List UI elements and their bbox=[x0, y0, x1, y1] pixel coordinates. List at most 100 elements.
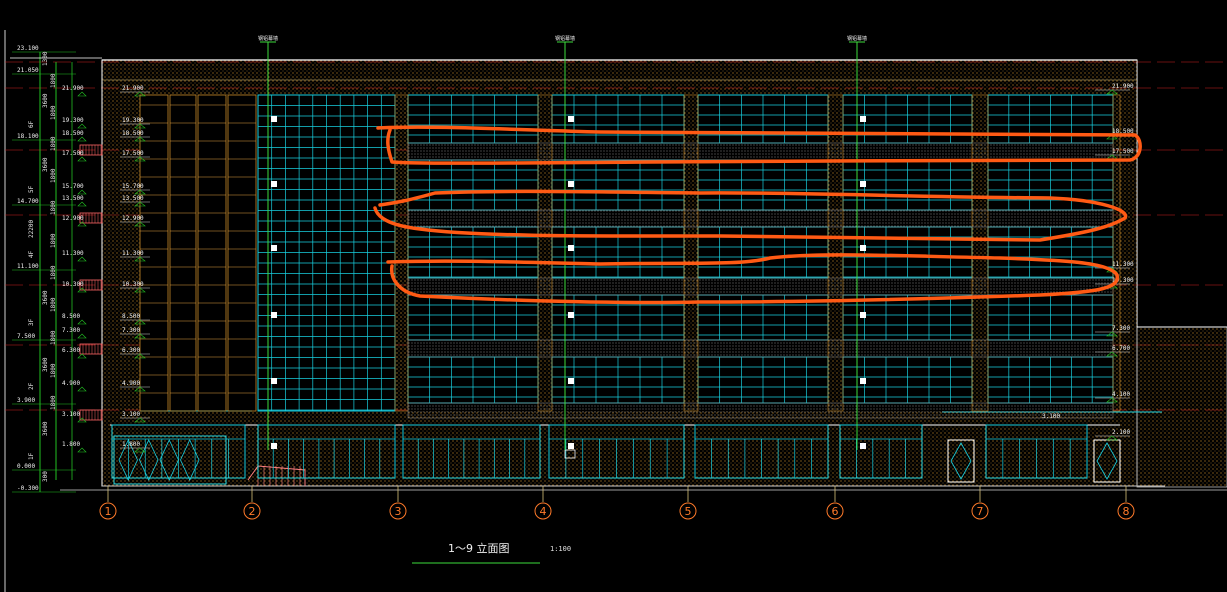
outer-level-triangle bbox=[77, 353, 87, 359]
static-linework bbox=[4, 30, 1227, 592]
left-subspan-value: 1800 bbox=[50, 265, 57, 280]
left-subspan-value: 1800 bbox=[50, 233, 57, 248]
inner-level-value: 4.900 bbox=[122, 380, 140, 387]
concrete-column bbox=[683, 94, 699, 412]
side-door-frame bbox=[947, 439, 975, 483]
outer-level-value: 21.900 bbox=[62, 85, 84, 92]
right-level-triangle bbox=[1106, 89, 1118, 95]
left-span-value: 1300 bbox=[42, 51, 49, 66]
callout-marker bbox=[271, 378, 277, 384]
inner-level-triangle bbox=[134, 417, 146, 423]
inner-level-triangle bbox=[134, 256, 146, 262]
inner-level-value: 3.100 bbox=[122, 411, 140, 418]
left-level-value: 0.000 bbox=[17, 463, 35, 470]
floor-slab-band bbox=[407, 402, 1114, 419]
inner-level-value: 21.900 bbox=[122, 85, 144, 92]
outer-level-triangle bbox=[77, 156, 87, 162]
right-level-triangle bbox=[1106, 397, 1118, 403]
callout-marker bbox=[271, 312, 277, 318]
axis-label: 4 bbox=[540, 505, 547, 518]
left-span-value: 3600 bbox=[42, 421, 49, 436]
concrete-column bbox=[971, 94, 989, 412]
outer-level-triangle bbox=[77, 189, 87, 195]
left-subspan-value: 1800 bbox=[50, 136, 57, 151]
left-level-value: -0.300 bbox=[17, 485, 39, 492]
axis-label: 3 bbox=[395, 505, 402, 518]
inner-level-triangle bbox=[134, 447, 146, 453]
left-level-value: 3.900 bbox=[17, 397, 35, 404]
left-subspan-value: 1800 bbox=[50, 73, 57, 88]
entry-door-diamond bbox=[159, 439, 179, 481]
callout-marker bbox=[860, 116, 866, 122]
outer-level-triangle bbox=[77, 319, 87, 325]
inner-level-value: 11.300 bbox=[122, 250, 144, 257]
entry-door-frame bbox=[113, 435, 227, 485]
entry-door-diamond bbox=[139, 439, 159, 481]
outer-level-value: 3.100 bbox=[62, 411, 80, 418]
inner-level-triangle bbox=[134, 287, 146, 293]
outer-level-triangle bbox=[77, 136, 87, 142]
right-level-triangle bbox=[1106, 435, 1118, 441]
inner-level-triangle bbox=[134, 91, 146, 97]
storefront-panel bbox=[402, 424, 541, 479]
right-level-value: 2.100 bbox=[1112, 429, 1130, 436]
callout-leaders: 钢铝幕墙钢铝幕墙钢铝幕墙 bbox=[258, 35, 867, 450]
floor-slab-band bbox=[407, 339, 1114, 358]
balcony-rail bbox=[79, 144, 103, 156]
callout-marker bbox=[860, 378, 866, 384]
left-span-value: 300 bbox=[42, 471, 49, 482]
inner-level-triangle bbox=[134, 136, 146, 142]
left-level-value: 21.050 bbox=[17, 67, 39, 74]
left-pier-frame bbox=[169, 94, 197, 412]
inner-level-markers: 21.90021.90019.30019.30018.50018.50017.5… bbox=[62, 85, 1060, 453]
outer-level-value: 17.500 bbox=[62, 150, 84, 157]
left-pier-frame bbox=[227, 94, 257, 412]
concrete-column bbox=[1112, 94, 1121, 412]
right-level-value: 4.100 bbox=[1112, 391, 1130, 398]
outer-level-triangle bbox=[77, 91, 87, 97]
axis-label: 5 bbox=[685, 505, 692, 518]
outer-level-triangle bbox=[77, 333, 87, 339]
right-level-triangle bbox=[1106, 351, 1118, 357]
right-level-value: 17.500 bbox=[1112, 148, 1134, 155]
left-dimension-chain: 23.10021.05018.10014.70011.1007.5003.900… bbox=[10, 45, 103, 493]
outer-level-value: 15.700 bbox=[62, 183, 84, 190]
inner-level-value: 15.700 bbox=[122, 183, 144, 190]
markup-loop bbox=[373, 189, 1128, 242]
left-subspan-value: 1800 bbox=[50, 200, 57, 215]
axis-bubble bbox=[534, 502, 552, 520]
axis-label: 8 bbox=[1123, 505, 1130, 518]
balcony-rail bbox=[79, 409, 103, 421]
right-level-value: 10.300 bbox=[1112, 277, 1134, 284]
callout-marker bbox=[860, 312, 866, 318]
floor-tag: 3F bbox=[28, 318, 35, 326]
outer-level-value: 12.900 bbox=[62, 215, 84, 222]
floor-slab-band bbox=[407, 142, 1114, 161]
markup-loop bbox=[386, 253, 1119, 305]
balcony-rail bbox=[79, 212, 103, 224]
outer-level-value: 6.300 bbox=[62, 347, 80, 354]
inner-level-value: 8.500 bbox=[122, 313, 140, 320]
markup-loop bbox=[376, 125, 1142, 165]
annex-building bbox=[1136, 326, 1227, 488]
axis-label: 7 bbox=[977, 505, 984, 518]
orange-markup-loops bbox=[373, 125, 1142, 305]
inner-level-triangle bbox=[134, 353, 146, 359]
callout-marker bbox=[271, 116, 277, 122]
axis-bubble bbox=[389, 502, 407, 520]
outer-level-triangle bbox=[77, 256, 87, 262]
outer-level-value: 7.300 bbox=[62, 327, 80, 334]
axis-bubble bbox=[826, 502, 844, 520]
balcony-rail bbox=[79, 279, 103, 291]
left-level-value: 23.100 bbox=[17, 45, 39, 52]
left-subspan-value: 1800 bbox=[50, 395, 57, 410]
axis-label: 2 bbox=[249, 505, 256, 518]
outer-level-value: 18.500 bbox=[62, 130, 84, 137]
left-level-value: 14.700 bbox=[17, 198, 39, 205]
inner-level-triangle bbox=[134, 201, 146, 207]
right-level-value: 11.300 bbox=[1112, 261, 1134, 268]
callout-marker bbox=[568, 378, 574, 384]
inner-level-value: 6.300 bbox=[122, 347, 140, 354]
mask-right-block bbox=[408, 95, 1113, 411]
